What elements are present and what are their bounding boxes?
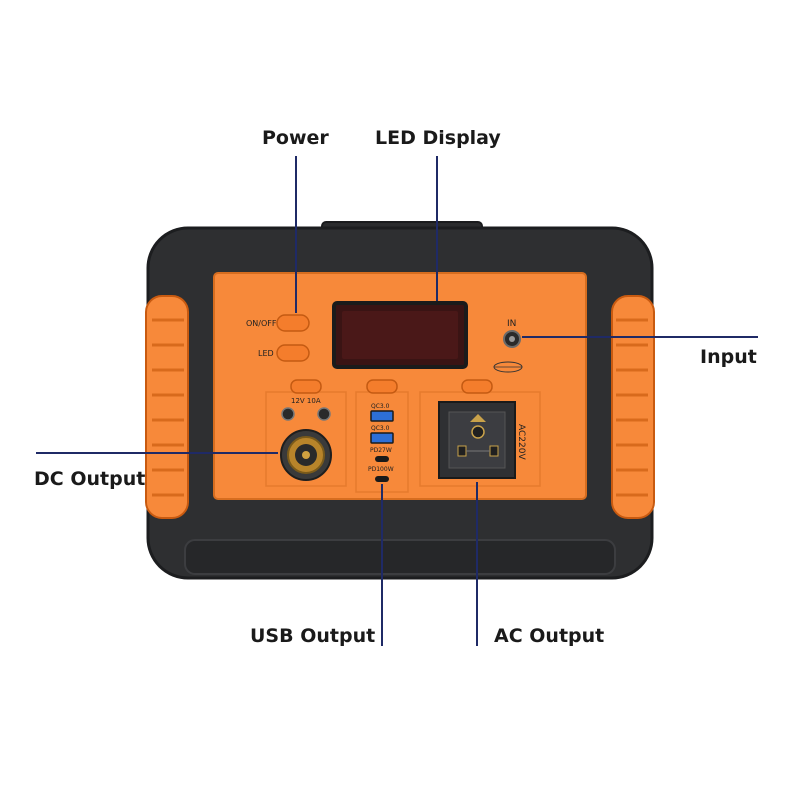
led-label: LED [258,349,274,358]
dc-switch-button[interactable] [290,379,322,394]
certification-mark-icon [493,361,523,373]
callout-ac-output: AC Output [494,625,605,647]
ac-socket[interactable] [438,401,516,479]
left-grip [145,295,189,519]
dc-port-left[interactable] [281,407,295,421]
usb-switch-button[interactable] [366,379,398,394]
input-port-pin [509,336,515,342]
dc-rating-label: 12V 10A [291,397,321,405]
pd-label-2: PD100W [368,466,394,473]
callout-input: Input [700,346,757,368]
power-button[interactable] [276,314,310,332]
on-off-label: ON/OFF [246,319,277,328]
usb-c-port-2[interactable] [375,476,389,482]
led-display-glass [342,311,458,359]
callout-usb-output: USB Output [250,625,376,647]
ac-switch-button[interactable] [461,379,493,394]
right-grip [611,295,655,519]
usb-c-port-1[interactable] [375,456,389,462]
callout-led-display: LED Display [375,127,501,149]
callout-power: Power [262,127,329,149]
dc-port-right[interactable] [317,407,331,421]
led-button[interactable] [276,344,310,362]
usb-a-port-2[interactable] [370,432,394,444]
ac-voltage-label: AC220V [516,424,526,460]
usb-a-port-1[interactable] [370,410,394,422]
qc-label-2: QC3.0 [371,425,390,432]
car-socket[interactable] [280,429,332,481]
callout-dc-output: DC Output [34,468,146,490]
bottom-ridge [184,539,616,575]
qc-label-1: QC3.0 [371,403,390,410]
pd-label-1: PD27W [370,447,392,454]
in-label: IN [507,319,516,329]
